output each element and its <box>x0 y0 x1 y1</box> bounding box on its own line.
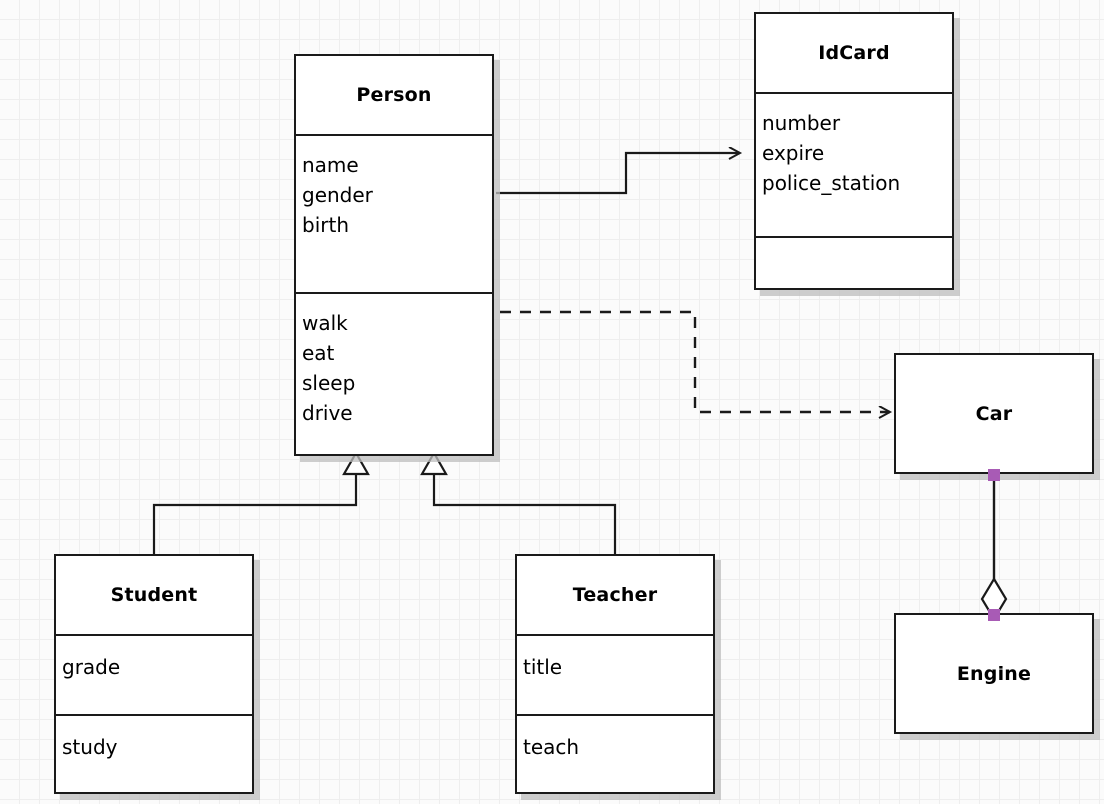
class-student[interactable]: Student grade study <box>54 554 254 794</box>
class-car[interactable]: Car <box>894 353 1094 474</box>
generalization-triangle-student <box>342 450 370 476</box>
operation: study <box>62 735 118 759</box>
class-idcard-title: IdCard <box>818 42 890 64</box>
class-student-operations: study <box>56 714 252 794</box>
attribute: number <box>762 111 841 135</box>
attribute: title <box>523 655 563 679</box>
attribute: police_station <box>762 171 901 195</box>
operation: walk <box>302 311 348 335</box>
class-idcard-operations <box>756 236 952 288</box>
class-student-attributes: grade <box>56 634 252 714</box>
class-person-title: Person <box>356 84 432 106</box>
operation: teach <box>523 735 580 759</box>
connection-handle-engine-top[interactable] <box>988 609 1000 621</box>
connection-handle-car-bottom[interactable] <box>988 469 1000 481</box>
attribute: expire <box>762 141 825 165</box>
attribute: gender <box>302 183 373 207</box>
attribute: grade <box>62 655 121 679</box>
attribute: birth <box>302 213 349 237</box>
generalization-triangle-teacher <box>420 450 448 476</box>
class-person-attributes: name gender birth <box>296 134 492 292</box>
class-teacher-operations: teach <box>517 714 713 794</box>
operation: drive <box>302 401 353 425</box>
class-idcard-attributes: number expire police_station <box>756 92 952 236</box>
class-teacher[interactable]: Teacher title teach <box>515 554 715 794</box>
class-idcard[interactable]: IdCard number expire police_station <box>754 12 954 290</box>
operation: sleep <box>302 371 356 395</box>
class-teacher-attributes: title <box>517 634 713 714</box>
class-student-title: Student <box>110 584 198 606</box>
class-person-operations: walk eat sleep drive <box>296 292 492 454</box>
class-person[interactable]: Person name gender birth walk eat sleep … <box>294 54 494 456</box>
connector-person-car[interactable] <box>500 310 890 412</box>
connector-student-person[interactable] <box>152 450 370 556</box>
class-car-title: Car <box>975 402 1013 425</box>
connector-teacher-person[interactable] <box>420 450 617 556</box>
connector-person-idcard[interactable] <box>496 153 740 195</box>
connector-car-engine[interactable] <box>980 475 1008 622</box>
class-teacher-title: Teacher <box>572 584 658 606</box>
class-engine-title: Engine <box>956 662 1032 685</box>
attribute: name <box>302 153 359 177</box>
class-engine[interactable]: Engine <box>894 613 1094 734</box>
operation: eat <box>302 341 335 365</box>
